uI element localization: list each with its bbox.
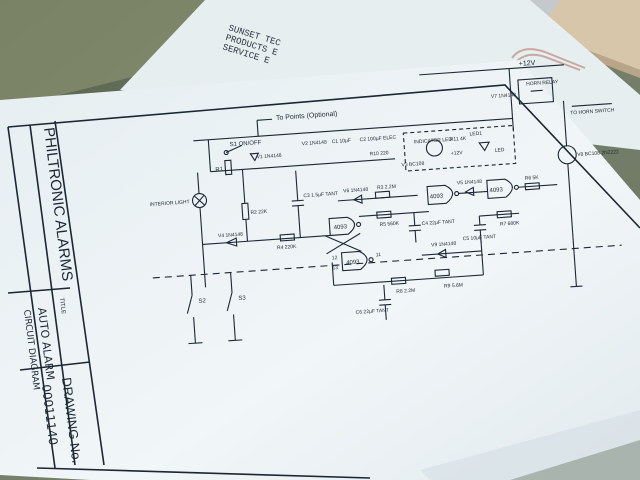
label-r4: R4 220K	[277, 244, 297, 251]
label-v3: V3 BC108	[401, 161, 424, 169]
label-led: LED	[495, 147, 506, 154]
label-s1: S1 ON/OFF	[230, 140, 262, 148]
label-ic-d: 4093	[346, 259, 360, 266]
label-r10: R10 220	[370, 150, 389, 157]
label-interior-light: INTERIOR LIGHT	[149, 199, 189, 208]
label-c4: C4 22μF TANT	[421, 219, 455, 227]
label-c5: C5 10μF TANT	[463, 234, 497, 242]
label-r11: R11 4K	[450, 136, 467, 143]
label-r8: R8 2.2M	[396, 288, 415, 295]
label-v2: V2 1N4148	[302, 139, 328, 147]
label-v6: V6 1N4148	[343, 187, 369, 195]
wooden-block	[525, 0, 640, 70]
label-indicator-led: INDICATOR LED	[414, 137, 453, 146]
label-c3: C3 1.5μF TANT	[303, 191, 338, 199]
label-c1: C1 10μF	[332, 138, 352, 145]
label-pin12: 12	[332, 255, 338, 261]
label-v9: V9 1N4148	[431, 241, 457, 249]
label-ic-b: 4093	[430, 193, 444, 200]
label-r5: R5 560K	[379, 221, 399, 228]
label-plus12v: +12V	[519, 60, 536, 68]
label-led1: LED1	[469, 131, 482, 138]
label-r3: R3 2.2M	[377, 184, 396, 191]
label-r1: R1	[215, 167, 224, 174]
main-sheet	[0, 60, 640, 480]
label-plus12v-b: +12V	[451, 150, 464, 157]
schematic-labels: To Points (Optional) +12V S1 ON/OFF R1 V…	[149, 60, 619, 316]
drawing-frame	[7, 84, 640, 479]
label-r2: R2 22K	[250, 209, 268, 216]
label-horn-relay: HORN RELAY	[526, 79, 559, 87]
label-pin13: 13	[332, 265, 338, 271]
circuit-schematic	[152, 64, 622, 345]
label-to-points: To Points (Optional)	[276, 111, 338, 122]
label-c6: C6 22μF TANT	[356, 308, 390, 316]
label-c2: C2 100μF ELEC	[359, 135, 396, 144]
label-s2: S2	[198, 298, 206, 305]
label-v7: V7 1N4148	[491, 92, 517, 100]
back-paper-text: SUNSET TEC PRODUCTS E SERVICE E	[221, 23, 282, 66]
label-r9: R9 5.6M	[444, 282, 463, 289]
label-v4: V4 1N4148	[218, 232, 244, 240]
label-v1: V1 1N4148	[256, 153, 282, 161]
label-to-horn-switch: TO HORN SWITCH	[570, 107, 615, 116]
label-ic-c: 4093	[489, 187, 503, 194]
label-pin11: 11	[376, 252, 382, 258]
label-r6: R6 5K	[525, 175, 540, 182]
title-label: TITLE	[58, 298, 66, 315]
paper-clip	[511, 48, 586, 71]
label-s3: S3	[238, 295, 246, 302]
label-r7: R7 680K	[500, 220, 520, 227]
label-ic-a: 4093	[334, 224, 348, 231]
label-v5: V5 1N4148	[457, 179, 483, 187]
label-v8: V8 BC108 2N2222	[577, 149, 619, 158]
